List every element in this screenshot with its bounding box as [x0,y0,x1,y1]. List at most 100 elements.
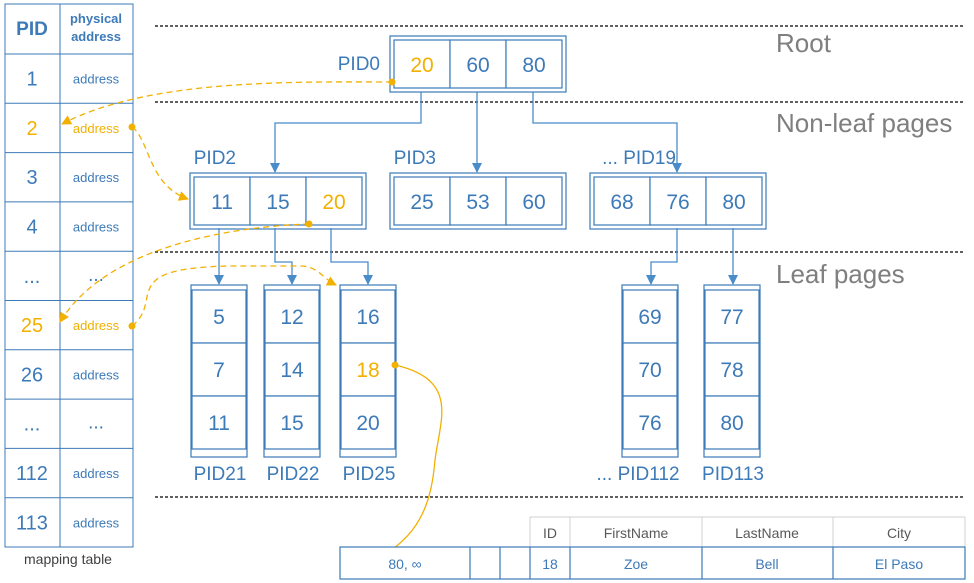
leaf-node-1-pid-label: PID21 [194,464,247,485]
mapping-row-address: address [73,170,120,185]
nonleaf-node-2-key-cell [449,176,507,226]
nonleaf-node-3-key-cell [705,176,763,226]
record-value-city: El Paso [875,556,923,572]
leaf-node-4-key: 69 [638,306,661,329]
leaf-node-2-key: 15 [280,412,303,435]
leaf-node-4: 69 70 76 ... PID112 [596,284,680,485]
nonleaf-node-3-key: 68 [610,191,633,214]
leaf-node-4-key-cell [622,342,678,397]
level-label-root: Root [776,28,832,58]
mapping-header-pid: PID [16,19,48,40]
leaf-node-4-key: 76 [638,412,661,435]
record-value-firstname: Zoe [624,556,648,572]
nonleaf-node-1-key: 20 [322,191,345,214]
mapping-row-pid: 112 [16,463,48,485]
mapping-row-pid: 2 [26,118,37,140]
nonleaf-node-3-pid-label: ... PID19 [602,148,676,169]
leaf-node-1-key: 7 [213,359,225,382]
nonleaf-node-2-key: 25 [410,191,433,214]
root-node-key: 80 [522,54,545,77]
leaf-node-3-key: 16 [356,306,379,329]
leaf-node-5-key: 80 [720,412,743,435]
nonleaf-node-2-pid-label: PID3 [394,148,436,169]
pointer-pid2-to-pid22 [274,228,297,285]
pointer-pid19-to-pid112 [646,228,678,285]
mapping-row-pid: 26 [21,364,43,386]
leaf-node-1-key-cell [191,289,247,344]
level-label-leaf: Leaf pages [776,259,905,289]
lookup-pid2-to-map25 [59,223,310,323]
mapping-row-address: address [73,121,120,136]
nonleaf-node-3-key: 80 [722,191,745,214]
mapping-row-pid: 25 [21,315,43,337]
leaf-node-2-key-cell [264,342,320,397]
record-header-id: ID [543,525,557,541]
nonleaf-node-2: 25 53 60 PID3 [389,148,567,230]
record-header-lastname: LastName [735,525,799,541]
leaf-node-5-key: 77 [720,306,743,329]
nonleaf-node-1-key-cell [193,176,251,226]
mapping-row-address: address [73,367,120,382]
record-pointer-dot [391,361,399,369]
root-node-key-cell [449,39,507,89]
nonleaf-node-3-key-cell [649,176,707,226]
nonleaf-node-1-pid-label: PID2 [194,148,236,169]
root-node-key: 60 [466,54,489,77]
nonleaf-node-1-key-cell [305,176,363,226]
leaf-node-3-pid-label: PID25 [343,464,396,485]
leaf-node-5-key-cell [704,395,760,450]
leaf-node-4-pid-label: ... PID112 [596,464,679,485]
lookup-dot-root [388,78,396,86]
leaf-node-1-key: 5 [213,306,225,329]
mapping-row-pid: ... [24,266,41,288]
leaf-node-3-key: 18 [356,359,379,382]
mapping-header-addr-line2: address [71,29,121,44]
mapping-row-address: address [73,515,120,530]
leaf-node-1-key: 11 [208,412,230,435]
lookup-map25-to-pid25 [131,265,337,327]
leaf-node-2-key: 12 [280,306,303,329]
mapping-row-address: address [73,466,120,481]
record-table: ID FirstName LastName City 80, ∞ 18 Zoe … [339,516,966,580]
leaf-node-4-key: 70 [638,359,661,382]
leaf-node-1-key-cell [191,395,247,450]
mapping-row-pid: 113 [16,512,48,534]
leaf-node-2-key-cell [264,289,320,344]
mapping-row-pid: 4 [26,217,37,239]
pointer-root-to-pid2 [270,92,422,173]
pointer-pid2-to-pid25 [330,228,373,285]
lookup-dot-map2 [128,123,136,131]
nonleaf-node-1: 11 15 20 PID2 [189,148,367,230]
record-header-city: City [887,525,911,541]
mapping-row-pid: ... [24,414,41,436]
leaf-node-5-key: 78 [720,359,743,382]
leaf-node-3-key: 20 [356,412,379,435]
nonleaf-node-2-key: 60 [522,191,545,214]
mapping-row-pid: 1 [26,69,37,91]
pointer-root-to-pid19 [532,92,682,173]
root-node-key-cell [505,39,563,89]
nonleaf-node-1-key: 11 [211,191,233,214]
nonleaf-node-3-key-cell [593,176,651,226]
leaf-node-2-key: 14 [280,359,304,382]
nonleaf-node-2-key-cell [505,176,563,226]
leaf-node-4-key-cell [622,289,678,344]
lookup-dot-map25 [128,322,136,330]
leaf-node-3-key-cell [340,395,396,450]
nonleaf-node-1-key: 15 [266,191,289,214]
nonleaf-node-2-key: 53 [466,191,489,214]
leaf-node-3-key-cell [340,289,396,344]
record-header-firstname: FirstName [604,525,669,541]
record-value-id: 18 [542,556,558,572]
leaf-node-4-key-cell [622,395,678,450]
record-value-lastname: Bell [755,556,778,572]
leaf-node-2-pid-label: PID22 [267,464,320,485]
nonleaf-node-3-key: 76 [666,191,689,214]
leaf-node-2-key-cell [264,395,320,450]
